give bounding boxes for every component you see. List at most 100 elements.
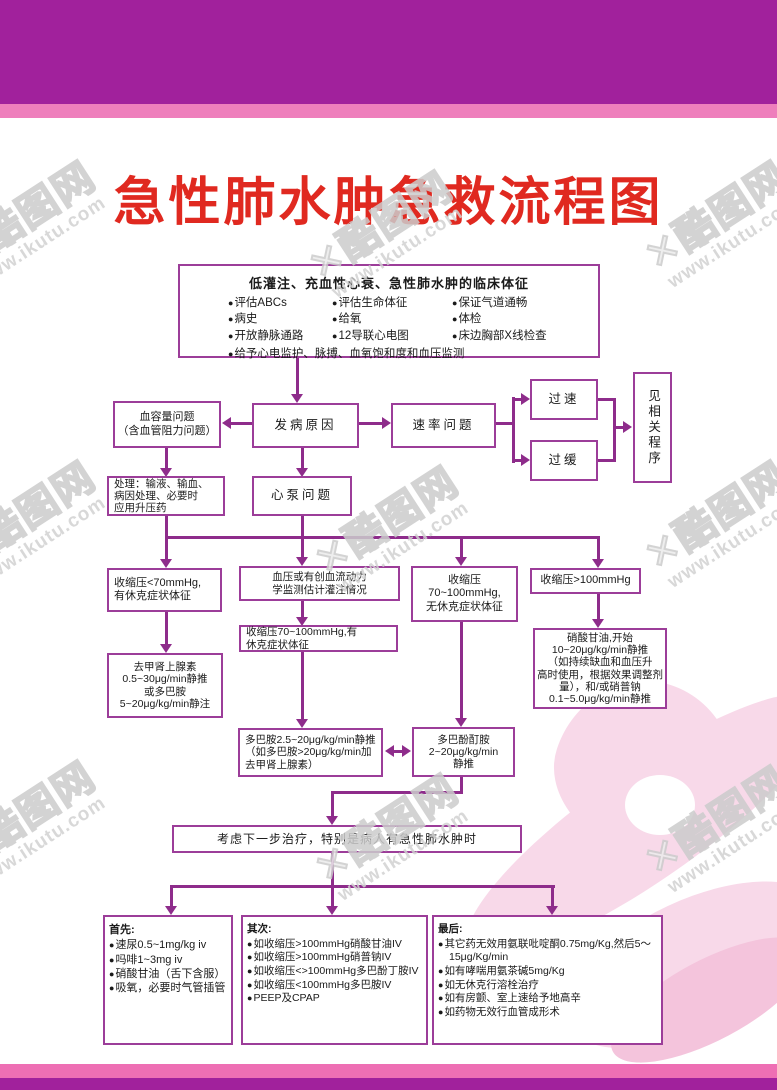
arrow-right-icon [382, 417, 391, 429]
arrow-down-icon [455, 557, 467, 566]
flow-line [331, 791, 463, 794]
node-sbp-70-100-shock: 收缩压70~100mmHg,有 休克症状体征 [239, 625, 398, 652]
node-cause: 发病原因 [252, 403, 359, 448]
flow-line [165, 538, 168, 560]
arrow-down-icon [455, 718, 467, 727]
sign-item: 评估生命体征 [332, 296, 452, 310]
steps-third-title: 最后: [438, 923, 463, 935]
node-dobutamine: 多巴酚酊胺 2~20μg/kg/min 静推 [412, 727, 515, 777]
arrow-right-icon [623, 421, 632, 433]
flow-line [165, 516, 168, 538]
watermark-brand: 酷图网 [0, 453, 104, 561]
sign-item: 体检 [452, 312, 598, 326]
sign-item: 病史 [228, 312, 332, 326]
list-item: 如药物无效行血管成形术 [438, 1006, 657, 1020]
node-treatment: 处理：输液、输血、 病因处理、必要时 应用升压药 [107, 476, 225, 516]
flow-line [359, 422, 382, 425]
steps-first-list: 速尿0.5~1mg/kg iv吗啡1~3mg iv硝酸甘油（舌下含服）吸氧，必要… [109, 938, 225, 995]
arrow-down-icon [296, 557, 308, 566]
list-item: PEEP及CPAP [247, 992, 419, 1006]
flow-line [460, 538, 463, 558]
sign-item-full: 给予心电监护、脉搏、血氧饱和度和血压监测 [228, 345, 598, 361]
arrow-down-icon [296, 617, 308, 626]
list-item: 如收缩压>100mmHg硝普钠IV [247, 951, 419, 965]
sign-item: 评估ABCs [228, 296, 332, 310]
flow-line [165, 612, 168, 645]
node-consider-next: 考虑下一步治疗，特别是病人有急性肺水肿时 [172, 825, 522, 853]
sign-item: 开放静脉通路 [228, 329, 332, 343]
steps-second-title: 其次: [247, 923, 272, 935]
node-too-slow: 过缓 [530, 440, 598, 481]
flow-line [598, 398, 615, 401]
list-item: 如收缩压>100mmHg硝酸甘油IV [247, 938, 419, 952]
sign-item: 12导联心电图 [332, 329, 452, 343]
flow-line [301, 652, 304, 720]
list-item: 如有哮喘用氨茶碱5mg/Kg [438, 965, 657, 979]
flow-line [301, 516, 304, 538]
flow-line [460, 777, 463, 793]
list-item: 如无休克行溶栓治疗 [438, 979, 657, 993]
flow-line [170, 885, 555, 888]
clinical-signs-box: 低灌注、充血性心衰、急性肺水肿的临床体征 评估ABCs 评估生命体征 保证气道通… [178, 264, 600, 361]
watermark-url: www.ikutu.com [664, 492, 777, 593]
arrow-down-icon [160, 559, 172, 568]
arrow-down-icon [296, 468, 308, 477]
flow-line [301, 538, 304, 558]
flow-line [392, 750, 404, 753]
steps-second-list: 如收缩压>100mmHg硝酸甘油IV如收缩压>100mmHg硝普钠IV 如收缩压<… [247, 938, 419, 1006]
node-pump-problem: 心泵问题 [252, 476, 352, 516]
sign-item: 给氧 [332, 312, 452, 326]
node-sbp-lt70: 收缩压<70mmHg, 有休克症状体征 [107, 568, 222, 612]
flow-line [514, 459, 522, 462]
flow-line [615, 426, 624, 429]
flow-line [331, 791, 334, 817]
arrow-right-icon [521, 454, 530, 466]
flow-line [597, 594, 600, 620]
footer-bar [0, 1078, 777, 1090]
steps-third-list: 其它药无效用氨联吡啶酮0.75mg/Kg,然后5～15μg/Kg/min如有哮喘… [438, 938, 657, 1020]
list-item: 吸氧，必要时气管插管 [109, 981, 225, 995]
arrow-down-icon [546, 906, 558, 915]
ikutu-logo-icon: ✕ [636, 522, 692, 580]
arrow-down-icon [165, 906, 177, 915]
arrow-down-icon [160, 468, 172, 477]
flow-line [512, 397, 515, 463]
list-item: 其它药无效用氨联吡啶酮0.75mg/Kg,然后5～15μg/Kg/min [438, 938, 657, 965]
node-bp-monitor: 血压或有创血流动力 学监测估计灌注情况 [239, 566, 400, 601]
watermark-brand: 酷图网 [336, 766, 468, 874]
flow-line [551, 887, 554, 907]
arrow-down-icon [326, 906, 338, 915]
list-item: 速尿0.5~1mg/kg iv [109, 938, 225, 952]
arrow-right-icon [402, 745, 411, 757]
steps-first-title: 首先: [109, 924, 135, 936]
arrow-down-icon [592, 619, 604, 628]
header-stripe [0, 104, 777, 118]
list-item: 如有房颤、室上速给予地高辛 [438, 992, 657, 1006]
steps-first-box: 首先: 速尿0.5~1mg/kg iv吗啡1~3mg iv硝酸甘油（舌下含服）吸… [103, 915, 233, 1045]
sign-item: 保证气道通畅 [452, 296, 598, 310]
flow-line [496, 422, 514, 425]
node-sbp-70-100-noshock: 收缩压 70~100mmHg, 无休克症状体征 [411, 566, 518, 622]
arrow-left-icon [222, 417, 231, 429]
node-norepinephrine: 去甲肾上腺素 0.5~30μg/min静推 或多巴胺 5~20μg/kg/min… [107, 653, 223, 718]
list-item: 硝酸甘油（舌下含服） [109, 967, 225, 981]
clinical-signs-title: 低灌注、充血性心衰、急性肺水肿的临床体征 [248, 276, 529, 291]
pink-decor-notch [625, 775, 695, 835]
flow-line [597, 538, 600, 560]
flow-line [165, 448, 168, 470]
flow-line [301, 601, 304, 618]
flow-line [301, 448, 304, 470]
arrow-left-icon [385, 745, 394, 757]
flow-line [613, 398, 616, 462]
flow-line [296, 358, 299, 394]
node-rate-problem: 速率问题 [391, 403, 496, 448]
arrow-right-icon [521, 393, 530, 405]
list-item: 如收缩压<100mmHg多巴胺IV [247, 979, 419, 993]
node-too-fast: 过速 [530, 379, 598, 420]
flow-line [165, 536, 600, 539]
arrow-down-icon [326, 816, 338, 825]
flow-line [170, 887, 173, 907]
steps-second-box: 其次: 如收缩压>100mmHg硝酸甘油IV如收缩压>100mmHg硝普钠IV如… [241, 915, 428, 1045]
flow-line [331, 887, 334, 907]
